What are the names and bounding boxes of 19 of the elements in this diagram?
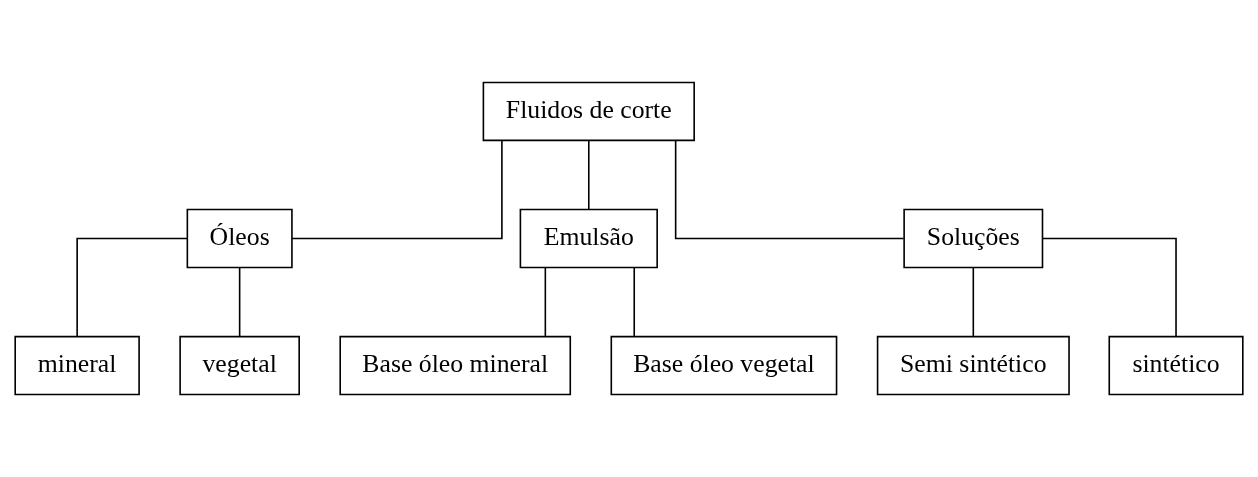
node-box: mineral <box>14 335 140 396</box>
node-box: sintético <box>1108 335 1244 396</box>
connector <box>587 140 590 210</box>
node-box: Semi sintético <box>876 335 1070 396</box>
node-box: Base óleo mineral <box>339 335 572 396</box>
node-box: Base óleo vegetal <box>610 335 838 396</box>
connector <box>238 267 241 338</box>
connector <box>633 267 636 338</box>
connector <box>291 140 503 240</box>
node-box: Fluidos de corte <box>482 81 695 142</box>
connector <box>972 267 975 338</box>
connector <box>674 140 905 240</box>
node-box: Soluções <box>903 208 1044 269</box>
connector <box>76 237 189 337</box>
node-box: vegetal <box>179 335 300 396</box>
connector <box>544 267 547 338</box>
node-box: Óleos <box>186 208 293 269</box>
connector <box>1041 237 1177 337</box>
node-box: Emulsão <box>519 208 658 269</box>
